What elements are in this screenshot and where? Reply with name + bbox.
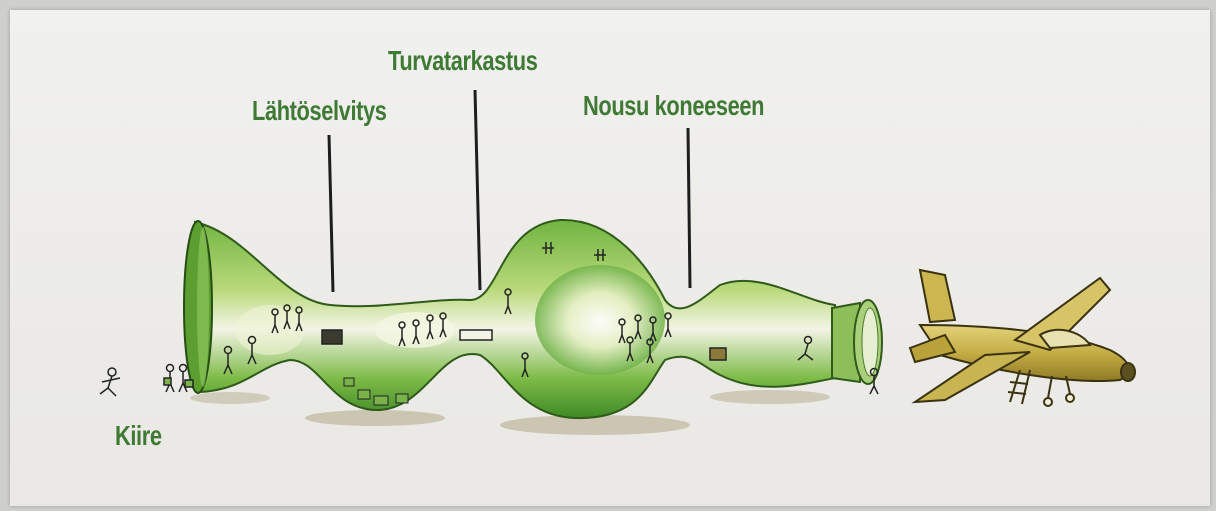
pointer-line-turvatarkastus	[475, 90, 480, 290]
neck-highlight	[235, 305, 305, 355]
airplane	[910, 270, 1135, 406]
ground-shadow	[190, 392, 270, 404]
ground-shadow	[710, 390, 830, 404]
pointer-line-lahtoselvitys	[329, 135, 333, 292]
bulb-highlight	[535, 265, 665, 375]
label-lahtoselvitys: Lähtöselvitys	[252, 95, 387, 127]
bottle-mouth-opening	[862, 308, 878, 376]
label-nousu-koneeseen: Nousu koneeseen	[583, 90, 764, 122]
bottle-base-inner	[197, 227, 209, 387]
label-kiire: Kiire	[115, 420, 162, 452]
pointer-line-nousu	[688, 128, 690, 288]
ground-shadow	[305, 410, 445, 426]
label-turvatarkastus: Turvatarkastus	[388, 45, 538, 77]
